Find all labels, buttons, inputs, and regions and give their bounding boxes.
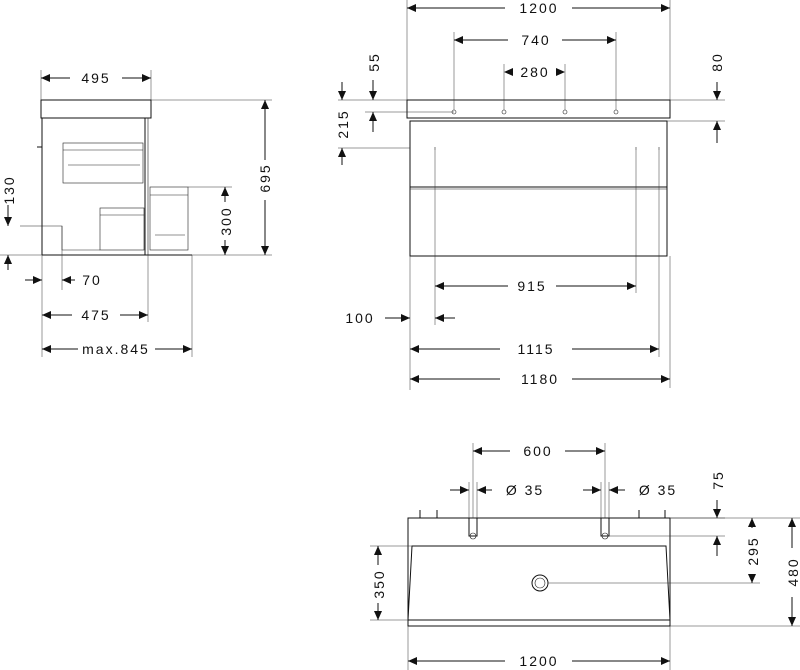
dim-arrow bbox=[661, 375, 670, 383]
front-basin-top bbox=[406, 99, 671, 119]
dim-arrow bbox=[609, 486, 618, 494]
dim-arrow bbox=[473, 447, 482, 455]
dim-arrow bbox=[374, 611, 382, 620]
side-lower-drawer bbox=[99, 207, 145, 251]
side-siphon-pipe bbox=[20, 225, 100, 251]
dim-front-1115: 1115 bbox=[517, 341, 554, 357]
dim-top-hole-right: Ø 35 bbox=[639, 482, 677, 498]
dim-arrow bbox=[788, 518, 796, 527]
dim-front-bracket-spacing: 915 bbox=[517, 278, 546, 294]
dim-top-hole-spacing: 600 bbox=[523, 443, 552, 459]
dim-arrow bbox=[435, 314, 444, 322]
dim-arrow bbox=[338, 148, 346, 157]
dim-arrow bbox=[748, 574, 756, 583]
dim-arrow bbox=[374, 546, 382, 555]
front-view: 1200 740 280 55 80 bbox=[335, 0, 725, 390]
top-drain-outer bbox=[531, 574, 549, 592]
dim-arrow bbox=[62, 276, 71, 284]
dim-side-130: 130 bbox=[1, 175, 17, 204]
side-upper-drawer bbox=[62, 142, 144, 184]
dim-arrow bbox=[4, 255, 12, 264]
dim-front-width-1200: 1200 bbox=[519, 0, 558, 16]
dim-arrow bbox=[607, 36, 616, 44]
dim-front-80: 80 bbox=[709, 52, 725, 72]
dim-arrow bbox=[788, 617, 796, 626]
dim-arrow bbox=[435, 282, 444, 290]
dim-arrow bbox=[33, 276, 42, 284]
dim-side-max-depth: max.845 bbox=[82, 341, 150, 357]
dim-front-1180: 1180 bbox=[521, 371, 559, 387]
dim-arrow bbox=[42, 311, 51, 319]
dim-arrow bbox=[41, 74, 50, 82]
dim-front-tap-spacing: 740 bbox=[521, 32, 550, 48]
side-view: 495 695 300 130 70 bbox=[0, 70, 273, 357]
dim-top-350: 350 bbox=[371, 569, 387, 598]
dim-side-depth: 475 bbox=[81, 307, 110, 323]
dim-arrow bbox=[221, 246, 229, 255]
dim-top-295: 295 bbox=[745, 536, 761, 565]
dim-arrow bbox=[650, 345, 659, 353]
dim-arrow bbox=[338, 91, 346, 100]
dim-arrow bbox=[713, 91, 721, 100]
dim-arrow bbox=[407, 4, 416, 12]
dim-arrow bbox=[261, 246, 269, 255]
dim-arrow bbox=[504, 68, 513, 76]
front-tap-hole bbox=[501, 109, 507, 115]
top-tap-hole-right bbox=[601, 532, 609, 540]
dim-arrow bbox=[713, 536, 721, 545]
dim-side-70: 70 bbox=[82, 272, 102, 288]
dim-side-drawer-height: 300 bbox=[218, 206, 234, 235]
dim-arrow bbox=[139, 311, 148, 319]
dim-front-inner-spacing: 280 bbox=[520, 64, 549, 80]
dim-side-total-height: 695 bbox=[257, 163, 273, 192]
dim-arrow bbox=[556, 68, 565, 76]
dim-arrow bbox=[713, 509, 721, 518]
dim-top-75: 75 bbox=[710, 470, 726, 490]
dim-front-215: 215 bbox=[335, 109, 351, 138]
top-view: 600 Ø 35 Ø 35 75 295 bbox=[370, 443, 800, 670]
side-lower-drawer-extended bbox=[149, 186, 189, 251]
top-basin-outline bbox=[407, 517, 671, 627]
dim-arrow bbox=[713, 121, 721, 130]
dim-arrow bbox=[748, 518, 756, 527]
dim-arrow bbox=[369, 112, 377, 121]
dim-arrow bbox=[4, 217, 12, 226]
dim-arrow bbox=[221, 187, 229, 196]
top-drain-inner bbox=[534, 577, 546, 589]
top-tap-hole-left bbox=[469, 532, 477, 540]
dim-arrow bbox=[261, 100, 269, 109]
top-basin-bowl bbox=[407, 545, 671, 621]
dim-arrow bbox=[142, 74, 151, 82]
dim-arrow bbox=[42, 345, 51, 353]
dim-arrow bbox=[410, 375, 419, 383]
dim-arrow bbox=[408, 657, 417, 665]
dim-arrow bbox=[661, 4, 670, 12]
dim-arrow bbox=[627, 282, 636, 290]
dim-top-480: 480 bbox=[785, 557, 800, 586]
dim-front-100: 100 bbox=[345, 310, 374, 326]
dim-top-hole-left: Ø 35 bbox=[506, 482, 544, 498]
side-basin-top bbox=[40, 99, 152, 119]
dim-side-top-width: 495 bbox=[81, 70, 110, 86]
dim-arrow bbox=[369, 91, 377, 100]
dim-arrow bbox=[410, 345, 419, 353]
dim-top-width-1200: 1200 bbox=[519, 653, 558, 669]
front-tap-hole bbox=[613, 109, 619, 115]
dim-arrow bbox=[183, 345, 192, 353]
front-tap-hole bbox=[562, 109, 568, 115]
dim-arrow bbox=[592, 486, 601, 494]
dim-arrow bbox=[661, 657, 670, 665]
dim-arrow bbox=[477, 486, 486, 494]
front-cabinet bbox=[409, 120, 668, 257]
dim-front-55: 55 bbox=[366, 52, 382, 72]
dim-arrow bbox=[401, 314, 410, 322]
dim-arrow bbox=[454, 36, 463, 44]
dim-arrow bbox=[460, 486, 469, 494]
dim-arrow bbox=[596, 447, 605, 455]
